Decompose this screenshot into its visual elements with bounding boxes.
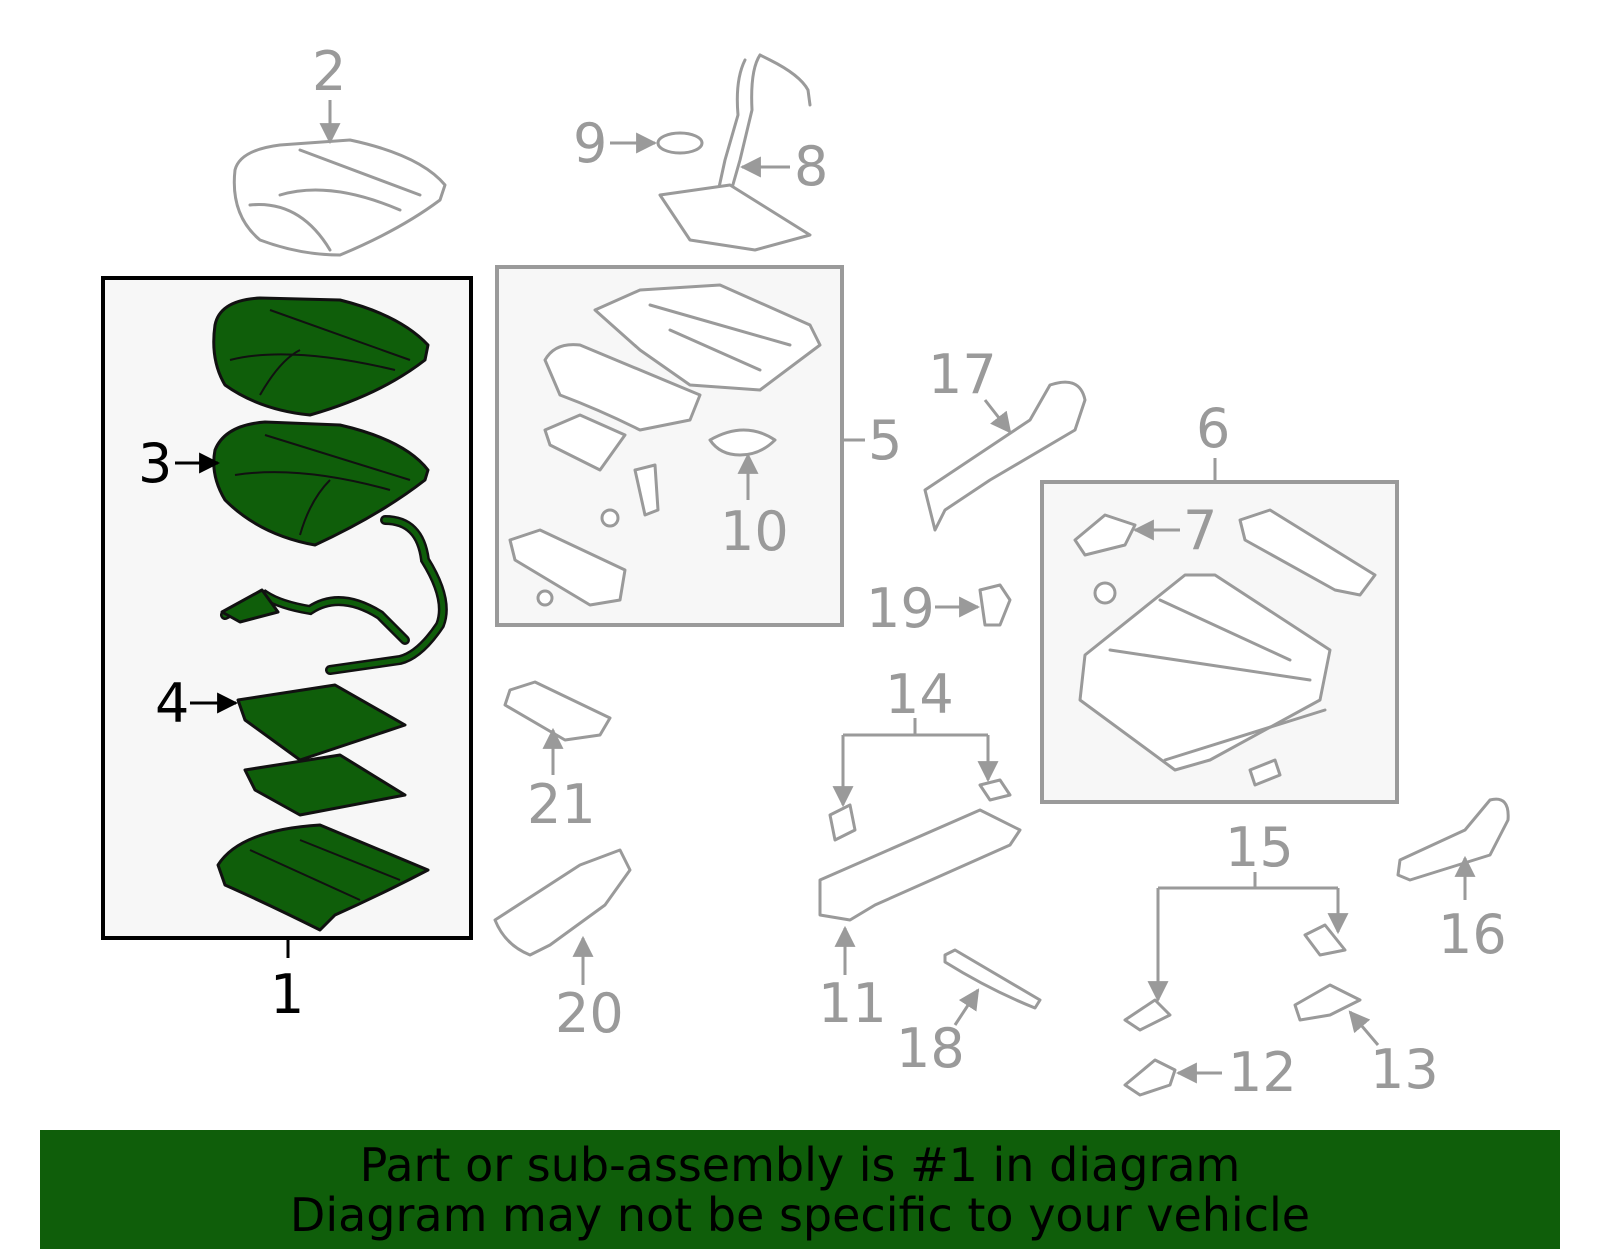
part-9-washer bbox=[656, 131, 704, 155]
leader-13 bbox=[1348, 1010, 1380, 1046]
callout-18: 18 bbox=[896, 1017, 965, 1080]
callout-16: 16 bbox=[1438, 903, 1507, 966]
callout-7: 7 bbox=[1183, 499, 1217, 562]
disclaimer-line-2: Diagram may not be specific to your vehi… bbox=[289, 1188, 1311, 1242]
part-cushion-base-green bbox=[216, 823, 430, 932]
part-21-cover bbox=[503, 680, 612, 742]
callout-1: 1 bbox=[270, 963, 304, 1026]
part-17-bracket bbox=[923, 380, 1087, 532]
callout-9: 9 bbox=[573, 112, 607, 175]
part-20-trim bbox=[493, 848, 632, 957]
callout-12: 12 bbox=[1228, 1041, 1297, 1104]
callout-5: 5 bbox=[868, 409, 902, 472]
callout-13: 13 bbox=[1370, 1038, 1439, 1101]
part-cushion-top-green bbox=[212, 296, 430, 417]
part-11-rail bbox=[818, 778, 1022, 922]
callout-19: 19 bbox=[866, 577, 935, 640]
part-6-track-assembly bbox=[1073, 508, 1377, 787]
callout-17: 17 bbox=[928, 343, 997, 406]
part-19-clip bbox=[978, 583, 1012, 627]
callout-10: 10 bbox=[720, 500, 789, 563]
callout-6: 6 bbox=[1196, 397, 1230, 460]
part-18-strip bbox=[943, 948, 1042, 1010]
callout-4: 4 bbox=[155, 672, 189, 735]
part-4-heater-pad-green bbox=[236, 683, 407, 762]
part-15-clip-right bbox=[1303, 923, 1347, 957]
callout-2: 2 bbox=[312, 40, 346, 103]
part-8-frame bbox=[658, 53, 812, 252]
disclaimer-line-1: Part or sub-assembly is #1 in diagram bbox=[359, 1138, 1241, 1192]
callout-3: 3 bbox=[138, 432, 172, 495]
callout-11: 11 bbox=[818, 972, 887, 1035]
leader-18 bbox=[953, 988, 980, 1026]
part-15-clip-left bbox=[1123, 998, 1172, 1032]
part-2-seat-cover bbox=[232, 138, 447, 257]
part-heater-element-green bbox=[243, 753, 407, 817]
disclaimer-banner: Part or sub-assembly is #1 in diagram Di… bbox=[40, 1130, 1560, 1249]
part-12-clip bbox=[1123, 1058, 1177, 1097]
part-5-components bbox=[508, 283, 822, 607]
callout-8: 8 bbox=[794, 135, 828, 198]
leader-14 bbox=[841, 718, 990, 805]
leader-15 bbox=[1156, 872, 1340, 1000]
part-16-cover bbox=[1396, 797, 1510, 882]
leader-17 bbox=[983, 399, 1012, 434]
part-wire-harness-green bbox=[220, 515, 448, 675]
callout-14: 14 bbox=[885, 663, 954, 726]
part-3-cushion-green bbox=[212, 420, 430, 547]
callout-15: 15 bbox=[1225, 816, 1294, 879]
part-13-bracket bbox=[1293, 983, 1362, 1022]
callout-20: 20 bbox=[555, 982, 624, 1045]
callout-21: 21 bbox=[527, 773, 596, 836]
